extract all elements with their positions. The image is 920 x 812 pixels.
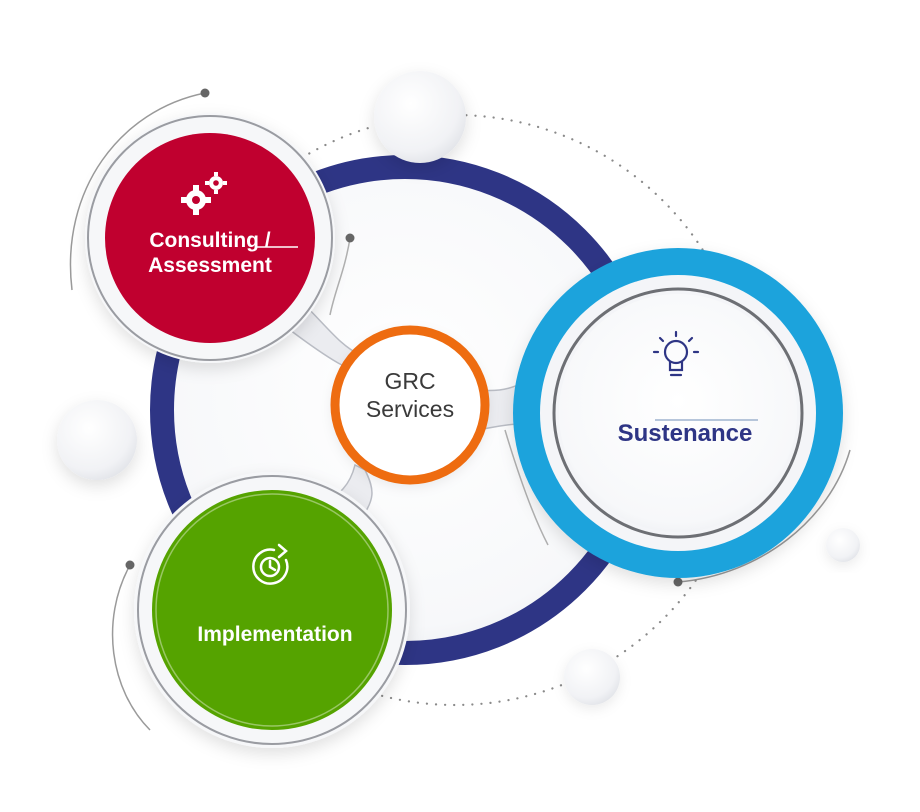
grc-label: GRC Services <box>330 368 490 423</box>
arc-top-left <box>69 92 206 291</box>
arc-dot <box>200 88 210 98</box>
node-implementation <box>134 472 410 748</box>
bubble-decoration <box>57 400 137 480</box>
implementation-disc <box>152 490 392 730</box>
sustenance-label: Sustenance <box>617 420 753 447</box>
node-sustenance <box>513 248 843 578</box>
bubble-decoration <box>564 649 620 705</box>
arc-bottom-left <box>111 564 151 731</box>
arc-dot <box>125 560 135 570</box>
implementation-label: Implementation <box>197 623 353 646</box>
arc-dot <box>673 577 683 587</box>
arc-center-right <box>504 429 549 546</box>
bubble-decoration <box>374 71 466 163</box>
consulting-label: Consulting / Assessment <box>105 228 315 278</box>
gears-icon <box>181 172 227 215</box>
arc-consult-right <box>329 237 351 316</box>
node-consulting <box>85 113 335 363</box>
cycle-clock-icon <box>252 543 289 585</box>
bubble-decoration <box>826 528 860 562</box>
arc-right <box>677 449 851 583</box>
consulting-label-line1: Consulting / <box>149 229 271 252</box>
center-ring <box>330 325 490 485</box>
node-grc-center <box>330 325 490 485</box>
lightbulb-icon <box>652 330 700 377</box>
consulting-label-line2: Assessment <box>148 254 272 278</box>
arc-dot <box>345 233 355 243</box>
grc-label-line1: GRC <box>384 368 436 394</box>
grc-label-line2: Services <box>365 395 455 422</box>
consulting-disc <box>105 133 315 343</box>
